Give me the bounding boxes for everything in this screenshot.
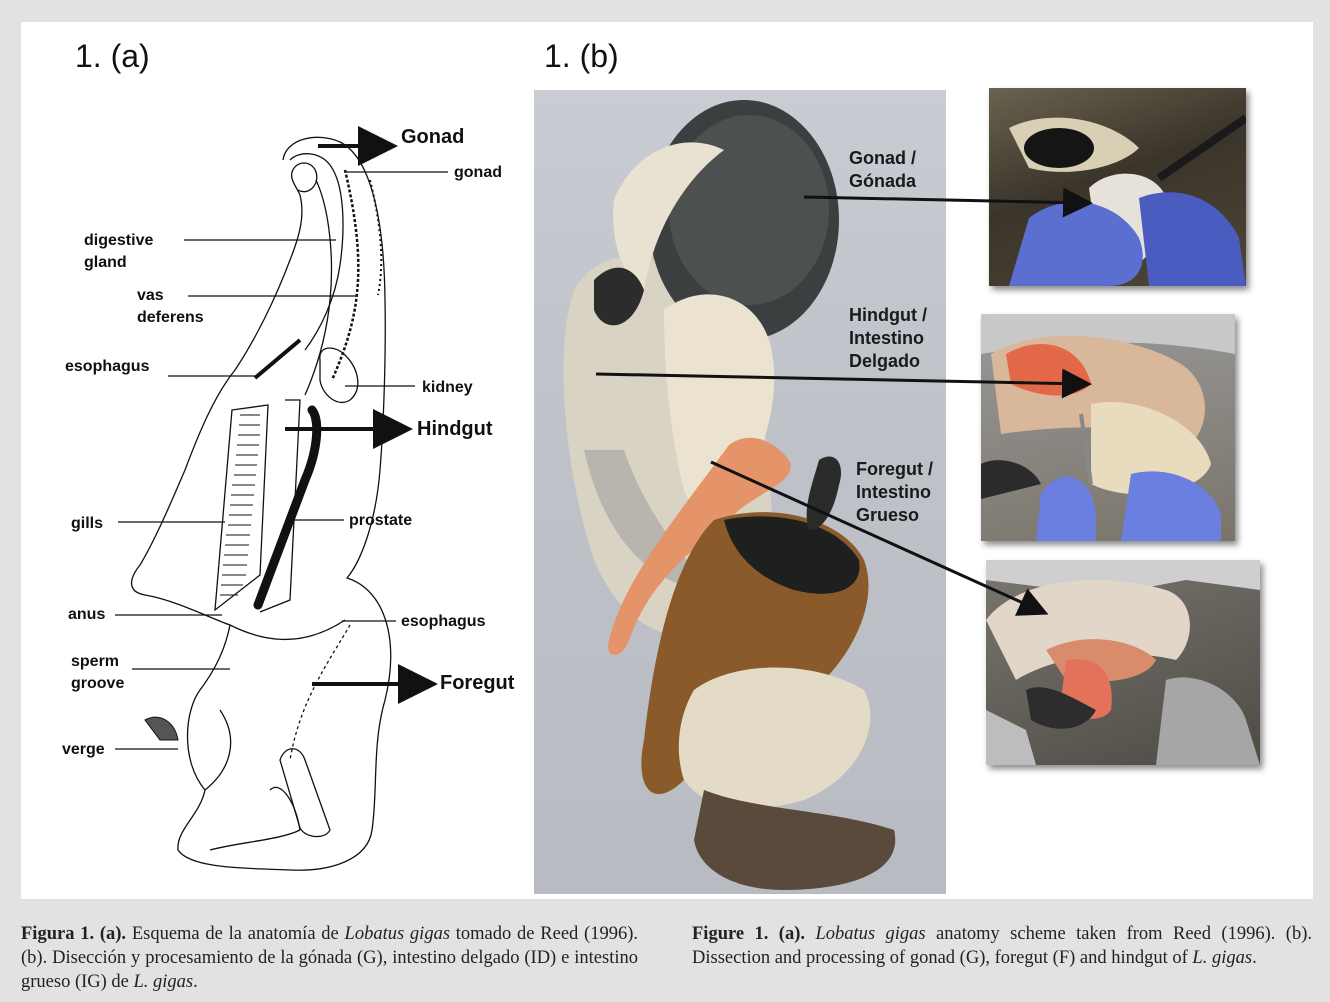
caption-es-text-1: Esquema de la anatomía de: [126, 924, 344, 944]
caption-en-species-short: L. gigas: [1192, 948, 1252, 968]
caption-es-prefix: Figura 1. (a).: [21, 924, 126, 944]
label-b-foregut: Foregut / Intestino Grueso: [856, 458, 933, 527]
caption-english: Figure 1. (a). Lobatus gigas anatomy sch…: [692, 922, 1312, 970]
label-b-gonad: Gonad / Gónada: [849, 147, 916, 193]
label-b-hindgut: Hindgut / Intestino Delgado: [849, 304, 927, 373]
caption-en-species: Lobatus gigas: [815, 924, 925, 944]
caption-spanish: Figura 1. (a). Esquema de la anatomía de…: [21, 922, 638, 994]
caption-es-text-3: .: [193, 972, 198, 992]
caption-es-species-short: L. gigas: [134, 972, 194, 992]
caption-en-prefix: Figure 1. (a).: [692, 924, 805, 944]
caption-es-species: Lobatus gigas: [345, 924, 450, 944]
caption-en-text-0: [805, 924, 815, 944]
caption-en-text-2: .: [1252, 948, 1257, 968]
